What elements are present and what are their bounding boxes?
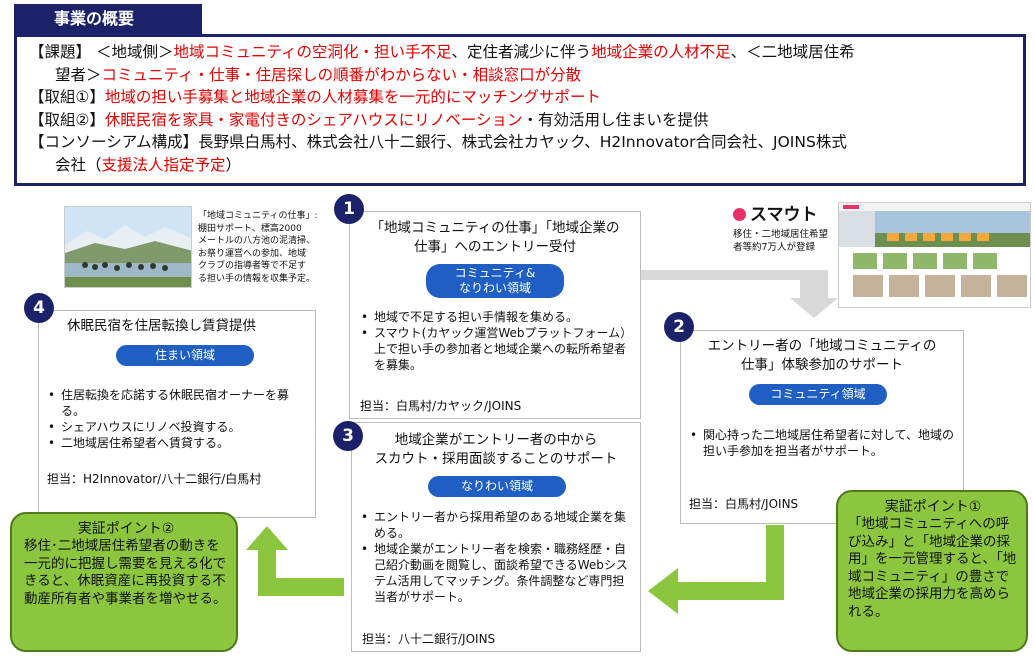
summary-title: 事業の概要 <box>14 4 202 34</box>
step1-title-line2: 仕事」へのエントリー受付 <box>414 239 576 255</box>
photo-caption-line: メートルの八方池の泥清掃、 <box>198 236 316 246</box>
step4-domain-pill: 住まい領域 <box>116 345 254 366</box>
photo-caption-line: 棚田サポート、標高2000 <box>198 223 302 234</box>
issue-highlight-3: コミュニティ・仕事・住居探しの順番がわからない・相談窓口が分散 <box>101 65 582 84</box>
step2-domain-pill: コミュニティ領域 <box>749 384 887 405</box>
step1-pill-line2: なりわい領域 <box>458 281 531 295</box>
step1-bullets: 地域で不足する担い手情報を集める。 スマウト(カヤック運営Webプラットフォーム… <box>358 309 636 373</box>
list-item: シェアハウスにリノベ投資する。 <box>45 419 311 435</box>
step2-title: エントリー者の「地域コミュニティの 仕事」体験参加のサポート <box>681 337 963 375</box>
effort2-after: ・有効活用し住まいを提供 <box>522 110 709 129</box>
green-arrow-3-to-4 <box>246 526 344 596</box>
step1-pill-line1: コミュニティ& <box>454 266 536 280</box>
consortium-line-2: 会社（支援法人指定予定） <box>29 154 1015 177</box>
list-item: 関心持った二地域居住希望者に対して、地域の担い手参加を担当者がサポート。 <box>687 427 959 459</box>
consortium-line2-post: ） <box>225 155 242 174</box>
step3-title-line2: スカウト・採用面談することのサポート <box>374 451 618 467</box>
step4-owner: 担当：H2Innovator/八十二銀行/白馬村 <box>47 472 262 486</box>
smout-caption-line: 者等約7万人が登録 <box>733 242 816 253</box>
smout-caption-line: 移住・二地域居住希望 <box>733 229 829 240</box>
landscape-image-icon <box>65 207 191 287</box>
verification-point-1-callout: 実証ポイント① 「地域コミュニティへの呼び込み」と「地域企業の採用」を一元管理す… <box>836 490 1028 652</box>
step1-number-badge: 1 <box>334 194 364 224</box>
step3-owner: 担当：八十二銀行/JOINS <box>362 632 496 646</box>
consortium-text: 長野県白馬村、株式会社八十二銀行、株式会社カヤック、H2Innovator合同会… <box>198 133 847 151</box>
photo-caption-line: クラブの指導者等で不足す <box>198 261 307 271</box>
step4-number-badge: 4 <box>24 293 54 323</box>
step3-bullets: エントリー者から採用希望のある地域企業を集める。 地域企業がエントリー者を検索・… <box>358 509 636 605</box>
step2-number-badge: 2 <box>664 312 694 342</box>
callout2-title: 実証ポイント② <box>77 521 175 537</box>
step2-title-line2: 仕事」体験参加のサポート <box>741 357 903 373</box>
smout-logo: スマウト <box>733 205 818 225</box>
consortium-line: 【コンソーシアム構成】長野県白馬村、株式会社八十二銀行、株式会社カヤック、H2I… <box>29 131 1015 154</box>
consortium-line2-pre: 会社（ <box>55 155 102 174</box>
issue-region: ＜地域側＞ <box>95 43 174 61</box>
green-arrow-2-to-3 <box>648 525 784 614</box>
step1-card: 「地域コミュニティの仕事」「地域企業の 仕事」へのエントリー受付 コミュニティ&… <box>349 211 641 419</box>
step3-domain-pill: なりわい領域 <box>428 476 566 497</box>
smout-caption: 移住・二地域居住希望 者等約7万人が登録 <box>733 228 828 254</box>
effort1-line: 【取組①】地域の担い手募集と地域企業の人材募集を一元的にマッチングサポート <box>29 86 1015 109</box>
smout-heart-icon <box>733 208 746 221</box>
issue-line-2: 望者＞コミュニティ・仕事・住居探しの順番がわからない・相談窓口が分散 <box>29 64 1015 87</box>
step2-owner: 担当：白馬村/JOINS <box>689 497 799 511</box>
step1-title: 「地域コミュニティの仕事」「地域企業の 仕事」へのエントリー受付 <box>350 219 640 257</box>
list-item: 地域企業がエントリー者を検索・職務経歴・自己紹介動画を閲覧し、面談希望できるWe… <box>358 541 636 605</box>
step3-card: 地域企業がエントリー者の中から スカウト・採用面談することのサポート なりわい領… <box>351 422 641 652</box>
step2-card: エントリー者の「地域コミュニティの 仕事」体験参加のサポート コミュニティ領域 … <box>680 330 964 524</box>
step1-owner: 担当：白馬村/カヤック/JOINS <box>360 399 522 413</box>
list-item: エントリー者から採用希望のある地域企業を集める。 <box>358 509 636 541</box>
step1-domain-pill: コミュニティ& なりわい領域 <box>426 264 564 298</box>
smout-logo-text: スマウト <box>750 205 818 225</box>
summary-box: 【課題】 ＜地域側＞地域コミュニティの空洞化・担い手不足、定住者減少に伴う地域企… <box>14 34 1026 186</box>
issue-highlight-2: 地域企業の人材不足 <box>591 43 731 61</box>
step4-title: 休眠民宿を住居転換し賃貸提供 <box>67 318 256 334</box>
issue-line: 【課題】 ＜地域側＞地域コミュニティの空洞化・担い手不足、定住者減少に伴う地域企… <box>29 41 1015 64</box>
list-item: 住居転換を応諾する休眠民宿オーナーを募る。 <box>45 387 311 419</box>
rice-terrace-photo <box>64 206 192 288</box>
step2-title-line1: エントリー者の「地域コミュニティの <box>707 338 937 354</box>
effort2-highlight: 休眠民宿を家具・家電付きのシェアハウスにリノベーション <box>104 110 523 129</box>
issue-line2-pre: 望者＞ <box>55 65 102 84</box>
verification-point-2-callout: 実証ポイント② 移住･二地域居住希望者の動きを一元的に把握し需要を見える化できる… <box>10 512 238 652</box>
issue-after: 、＜二地域居住希 <box>730 43 855 61</box>
step3-title: 地域企業がエントリー者の中から スカウト・採用面談することのサポート <box>352 431 640 469</box>
consortium-label: 【コンソーシアム構成】 <box>29 133 199 151</box>
step1-title-line1: 「地域コミュニティの仕事」「地域企業の <box>370 220 620 236</box>
issue-highlight-1: 地域コミュニティの空洞化・担い手不足 <box>173 43 452 61</box>
step3-number-badge: 3 <box>333 421 363 451</box>
list-item: 二地域居住希望者へ賃貸する。 <box>45 435 311 451</box>
consortium-highlight: 支援法人指定予定 <box>101 155 226 174</box>
list-item: スマウト(カヤック運営Webプラットフォーム）上で担い手の参加者と地域企業への転… <box>358 325 636 373</box>
step4-bullets: 住居転換を応諾する休眠民宿オーナーを募る。 シェアハウスにリノベ投資する。 二地… <box>45 387 311 451</box>
effort1-text: 地域の担い手募集と地域企業の人材募集を一元的にマッチングサポート <box>104 88 601 106</box>
effort1-label: 【取組①】 <box>29 88 105 106</box>
effort2-label: 【取組②】 <box>29 110 105 129</box>
issue-mid: 、定住者減少に伴う <box>451 43 592 61</box>
photo-caption-line: お祭り運営への参加、地域 <box>198 248 307 259</box>
website-thumbnail-icon <box>839 203 1030 297</box>
photo-caption: 「地域コミュニティの仕事」: 棚田サポート、標高2000 メートルの八方池の泥清… <box>198 210 338 285</box>
grey-arrow-1-to-2 <box>641 270 838 318</box>
photo-caption-line: 「地域コミュニティの仕事」: <box>198 211 318 221</box>
step2-bullets: 関心持った二地域居住希望者に対して、地域の担い手参加を担当者がサポート。 <box>687 427 959 459</box>
photo-caption-line: る担い手の情報を収集予定。 <box>198 273 316 284</box>
effort2-line: 【取組②】休眠民宿を家具・家電付きのシェアハウスにリノベーション・有効活用し住ま… <box>29 109 1015 132</box>
smout-website-screenshot <box>838 202 1031 308</box>
callout1-body: 「地域コミュニティへの呼び込み」と「地域企業の採用」を一元管理すると、「地域コミ… <box>848 516 1017 620</box>
issue-label: 【課題】 <box>29 43 92 61</box>
callout2-body: 移住･二地域居住希望者の動きを一元的に把握し需要を見える化できると、休眠資産に再… <box>24 538 227 607</box>
step3-title-line1: 地域企業がエントリー者の中から <box>394 432 598 448</box>
list-item: 地域で不足する担い手情報を集める。 <box>358 309 636 325</box>
callout1-title: 実証ポイント① <box>884 499 982 515</box>
step4-card: 休眠民宿を住居転換し賃貸提供 住まい領域 住居転換を応諾する休眠民宿オーナーを募… <box>38 310 316 518</box>
